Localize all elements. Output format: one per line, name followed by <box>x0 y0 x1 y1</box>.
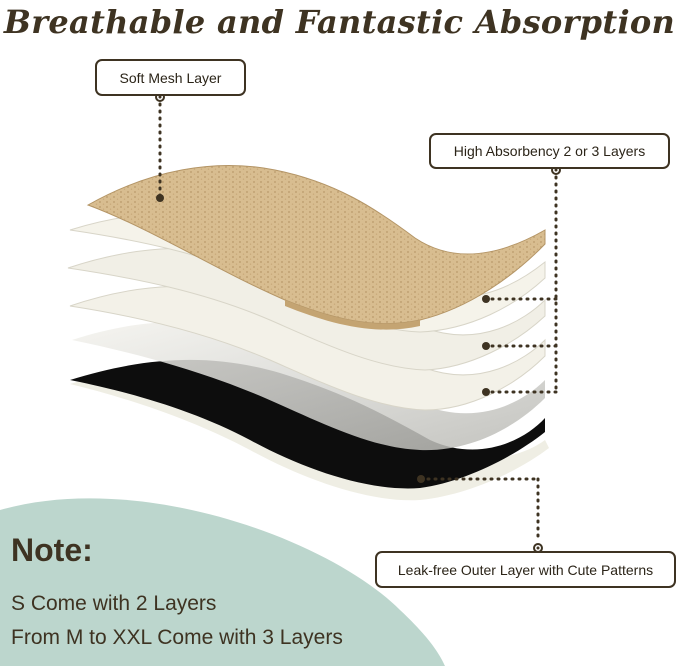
gradient-layer <box>72 321 545 451</box>
leak-free-outer-label: Leak-free Outer Layer with Cute Patterns <box>375 551 676 588</box>
page-title: Breathable and Fantastic Absorption <box>3 3 676 41</box>
note-line-small: S Come with 2 Layers <box>11 592 217 615</box>
outer-callout-line <box>417 475 543 553</box>
soft-mesh-layer-label: Soft Mesh Layer <box>95 59 246 96</box>
note-background <box>0 498 445 666</box>
mesh-layer <box>86 165 546 330</box>
high-absorbency-label: High Absorbency 2 or 3 Layers <box>429 133 670 169</box>
outer-layer <box>70 359 549 501</box>
note-heading: Note: <box>11 532 93 568</box>
note-line-large: From M to XXL Come with 3 Layers <box>11 626 343 649</box>
